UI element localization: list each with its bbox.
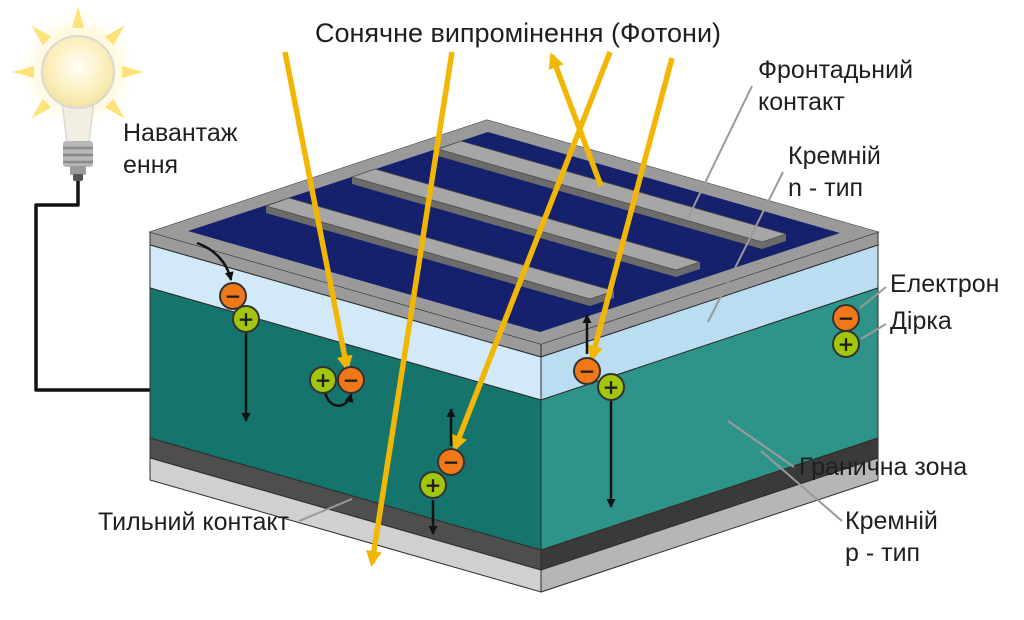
silicon-p-label-line1: Кремній xyxy=(845,507,938,535)
pointer-lines xyxy=(298,85,887,522)
electron-particle: − xyxy=(573,357,601,385)
electron-to-contact-arrow xyxy=(196,241,234,281)
electron-particle: − xyxy=(437,448,465,476)
label-silicon-p: Кремній p - тип xyxy=(845,507,938,567)
svg-text:+: + xyxy=(603,375,620,399)
label-boundary-zone: Гранична зона xyxy=(799,453,967,481)
svg-text:+: + xyxy=(425,473,442,497)
boundary-zone-pointer xyxy=(727,420,795,468)
light-bulb xyxy=(12,6,144,181)
electron-particle-legend: − xyxy=(832,304,860,332)
contact-frame xyxy=(150,120,878,344)
label-electron: Електрон xyxy=(890,270,999,298)
svg-text:+: + xyxy=(838,332,855,356)
hole-particle-legend: + xyxy=(832,330,860,358)
contact-finger xyxy=(436,140,788,243)
front-contact-pointer xyxy=(687,85,753,219)
photon-arrows xyxy=(282,50,675,567)
contact-finger-cap xyxy=(762,234,786,249)
svg-text:−: − xyxy=(838,306,855,330)
electron-pointer xyxy=(859,286,887,309)
silicon-n-pointer xyxy=(707,171,784,323)
bulb-contact-nub xyxy=(73,174,83,181)
electron-particle: − xyxy=(219,282,247,310)
photon-arrow-1 xyxy=(282,51,353,372)
carrier-motion-arrows xyxy=(196,241,616,535)
photon-arrow-2 xyxy=(365,51,455,567)
label-front-contact: Фронтадьний контакт xyxy=(758,56,913,116)
hole-particle: + xyxy=(597,373,625,401)
recombination-loop-arrow xyxy=(323,391,354,407)
contact-finger-cap xyxy=(676,262,700,277)
label-silicon-n: Кремній n - тип xyxy=(788,142,881,202)
svg-text:−: − xyxy=(225,284,242,308)
silicon-n-label-line2: n - тип xyxy=(788,174,863,202)
hole-particle: + xyxy=(309,366,337,394)
base-layer-right xyxy=(540,457,879,593)
diagram-title: Сонячне випромінення (Фотони) xyxy=(315,18,721,48)
bulb-glass xyxy=(41,35,115,109)
silicon-n-label-line1: Кремній xyxy=(788,142,881,170)
cell-top-face xyxy=(148,119,880,345)
load-label-line1: Навантаж xyxy=(123,119,238,147)
hole-pointer xyxy=(860,323,887,340)
electron-particle: − xyxy=(337,366,365,394)
load-label-line2: ення xyxy=(123,151,178,179)
contact-finger-side xyxy=(438,149,762,249)
photon-arrow-4 xyxy=(587,57,675,362)
silicon-p-pointer xyxy=(760,450,843,522)
photon-arrow-3 xyxy=(451,50,613,452)
back-contact-pointer xyxy=(298,498,353,522)
contact-finger-side xyxy=(352,177,676,277)
contact-finger xyxy=(350,168,702,271)
bulb-rays xyxy=(12,6,144,119)
label-hole: Дірка xyxy=(890,307,952,335)
contact-finger xyxy=(264,197,616,300)
bulb-tip xyxy=(70,166,86,175)
label-load: Навантаж ення xyxy=(123,119,238,179)
svg-text:+: + xyxy=(238,307,255,331)
front-contact-label-line2: контакт xyxy=(758,88,845,116)
cell-right-faces xyxy=(540,231,879,593)
silicon-p-label-line2: p - тип xyxy=(845,539,920,567)
hole-particle: + xyxy=(232,305,260,333)
contact-finger-side xyxy=(266,206,590,306)
svg-text:−: − xyxy=(343,368,360,392)
svg-text:+: + xyxy=(315,368,332,392)
label-back-contact: Тильний контакт xyxy=(98,508,290,536)
circuit-wire xyxy=(34,181,150,392)
front-contact-label-line1: Фронтадьний xyxy=(758,56,913,84)
svg-text:−: − xyxy=(443,450,460,474)
particles: − + + − − + − + xyxy=(219,282,860,499)
svg-text:−: − xyxy=(579,359,596,383)
photon-arrow-reflected-up xyxy=(548,52,604,187)
hole-particle: + xyxy=(419,471,447,499)
